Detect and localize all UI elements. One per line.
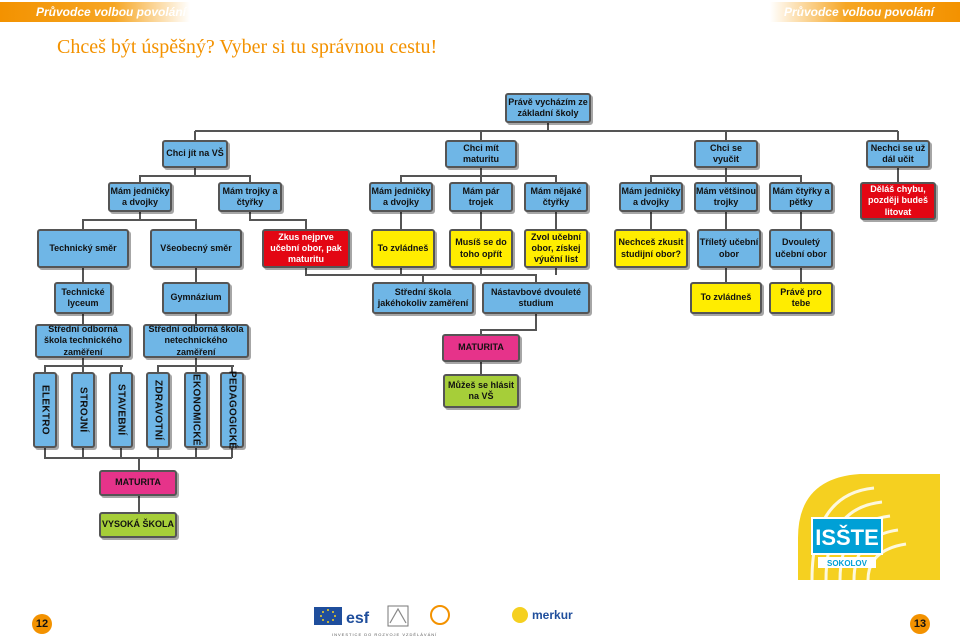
connector [195, 175, 251, 182]
grades-node: Mám většinou trojky [694, 182, 758, 212]
connector [481, 175, 557, 182]
just-for-you: Právě pro tebe [769, 282, 833, 314]
field-elektro: ELEKTRO [33, 372, 57, 448]
field-stavebni: STAVEBNÍ [109, 372, 133, 448]
university-node: VYSOKÁ ŠKOLA [99, 512, 177, 538]
maturita-right: MATURITA [442, 334, 520, 362]
footer-logos: esf merkur INVESTICE DO ROZVOJE VZDĚLÁVÁ… [314, 605, 573, 637]
esf-logo: esf [346, 610, 370, 627]
any-secondary-school: Střední škola jakéhokoliv zaměření [372, 282, 474, 314]
grades-node: Mám čtyřky a pětky [769, 182, 833, 212]
page-number-left: 12 [32, 614, 52, 634]
connector [140, 219, 197, 229]
three-year-apprentice: Tříletý učební obor [697, 229, 761, 268]
connector [400, 168, 482, 182]
field-zdravotni: ZDRAVOTNÍ [146, 372, 170, 448]
grades-node: Mám trojky a čtyřky [218, 182, 282, 212]
goal-stop-learning: Nechci se už dál učit [866, 140, 930, 168]
connector [423, 268, 482, 276]
grades-node: Mám jedničky a dvojky [369, 182, 433, 212]
isste-city: SOKOLOV [827, 559, 868, 568]
connector [139, 168, 196, 182]
you-can-do-it: To zvládneš [371, 229, 435, 268]
header-right: Průvodce volbou povolání [770, 2, 960, 22]
you-can-do-it-apprentice: To zvládneš [690, 282, 762, 314]
choose-apprentice: Zvol učební obor, získej výuční list [524, 229, 588, 268]
technical-lyceum: Technické lyceum [54, 282, 112, 314]
gymnasium: Gymnázium [162, 282, 230, 314]
maturita-bottom: MATURITA [99, 470, 177, 496]
mistake-node: Děláš chybu, později budeš litovat [860, 182, 936, 220]
merkur-logo: merkur [532, 608, 573, 622]
isste-logo-text: ISŠTE [815, 525, 879, 550]
sos-nontechnical: Střední odborná škola netechnického zamě… [143, 324, 249, 358]
can-apply-university: Můžeš se hlásit na VŠ [443, 374, 519, 408]
sos-technical: Střední odborná škola technického zaměře… [35, 324, 131, 358]
connector [726, 175, 802, 182]
header-left: Průvodce volbou povolání [0, 2, 190, 22]
connector [82, 212, 141, 229]
two-year-follow-up: Nástavbové dvouleté studium [482, 282, 590, 314]
field-ekonomicke: EKONOMICKÉ [184, 372, 208, 448]
connector [249, 212, 307, 229]
goal-university: Chci jít na VŠ [162, 140, 228, 168]
grades-node: Mám pár trojek [449, 182, 513, 212]
goal-apprentice: Chci se vyučit [694, 140, 758, 168]
connector [44, 448, 232, 459]
try-study-field: Nechceš zkusit studijní obor? [614, 229, 688, 268]
field-pedagogicke: PEDAGOGICKÉ [220, 371, 244, 449]
page-title: Chceš být úspěšný? Vyber si tu správnou … [57, 36, 438, 58]
goal-maturita: Chci mít maturitu [445, 140, 517, 168]
two-year-apprentice: Dvouletý učební obor [769, 229, 833, 268]
grades-node: Mám jedničky a dvojky [619, 182, 683, 212]
isste-logo: ISŠTE SOKOLOV [798, 474, 940, 581]
field-strojni: STROJNÍ [71, 372, 95, 448]
root-node: Právě vycházím ze základní školy [505, 93, 591, 123]
try-apprentice-first: Zkus nejprve učební obor, pak maturitu [262, 229, 350, 268]
grades-node: Mám nějaké čtyřky [524, 182, 588, 212]
connector [650, 168, 727, 182]
footer-caption: INVESTICE DO ROZVOJE VZDĚLÁVÁNÍ [332, 632, 437, 637]
technical-direction: Technický směr [37, 229, 129, 268]
grades-node: Mám jedničky a dvojky [108, 182, 172, 212]
work-hard: Musíš se do toho opřít [449, 229, 513, 268]
connector [480, 314, 537, 334]
connector [305, 268, 537, 282]
general-direction: Všeobecný směr [150, 229, 242, 268]
page-number-right: 13 [910, 614, 930, 634]
